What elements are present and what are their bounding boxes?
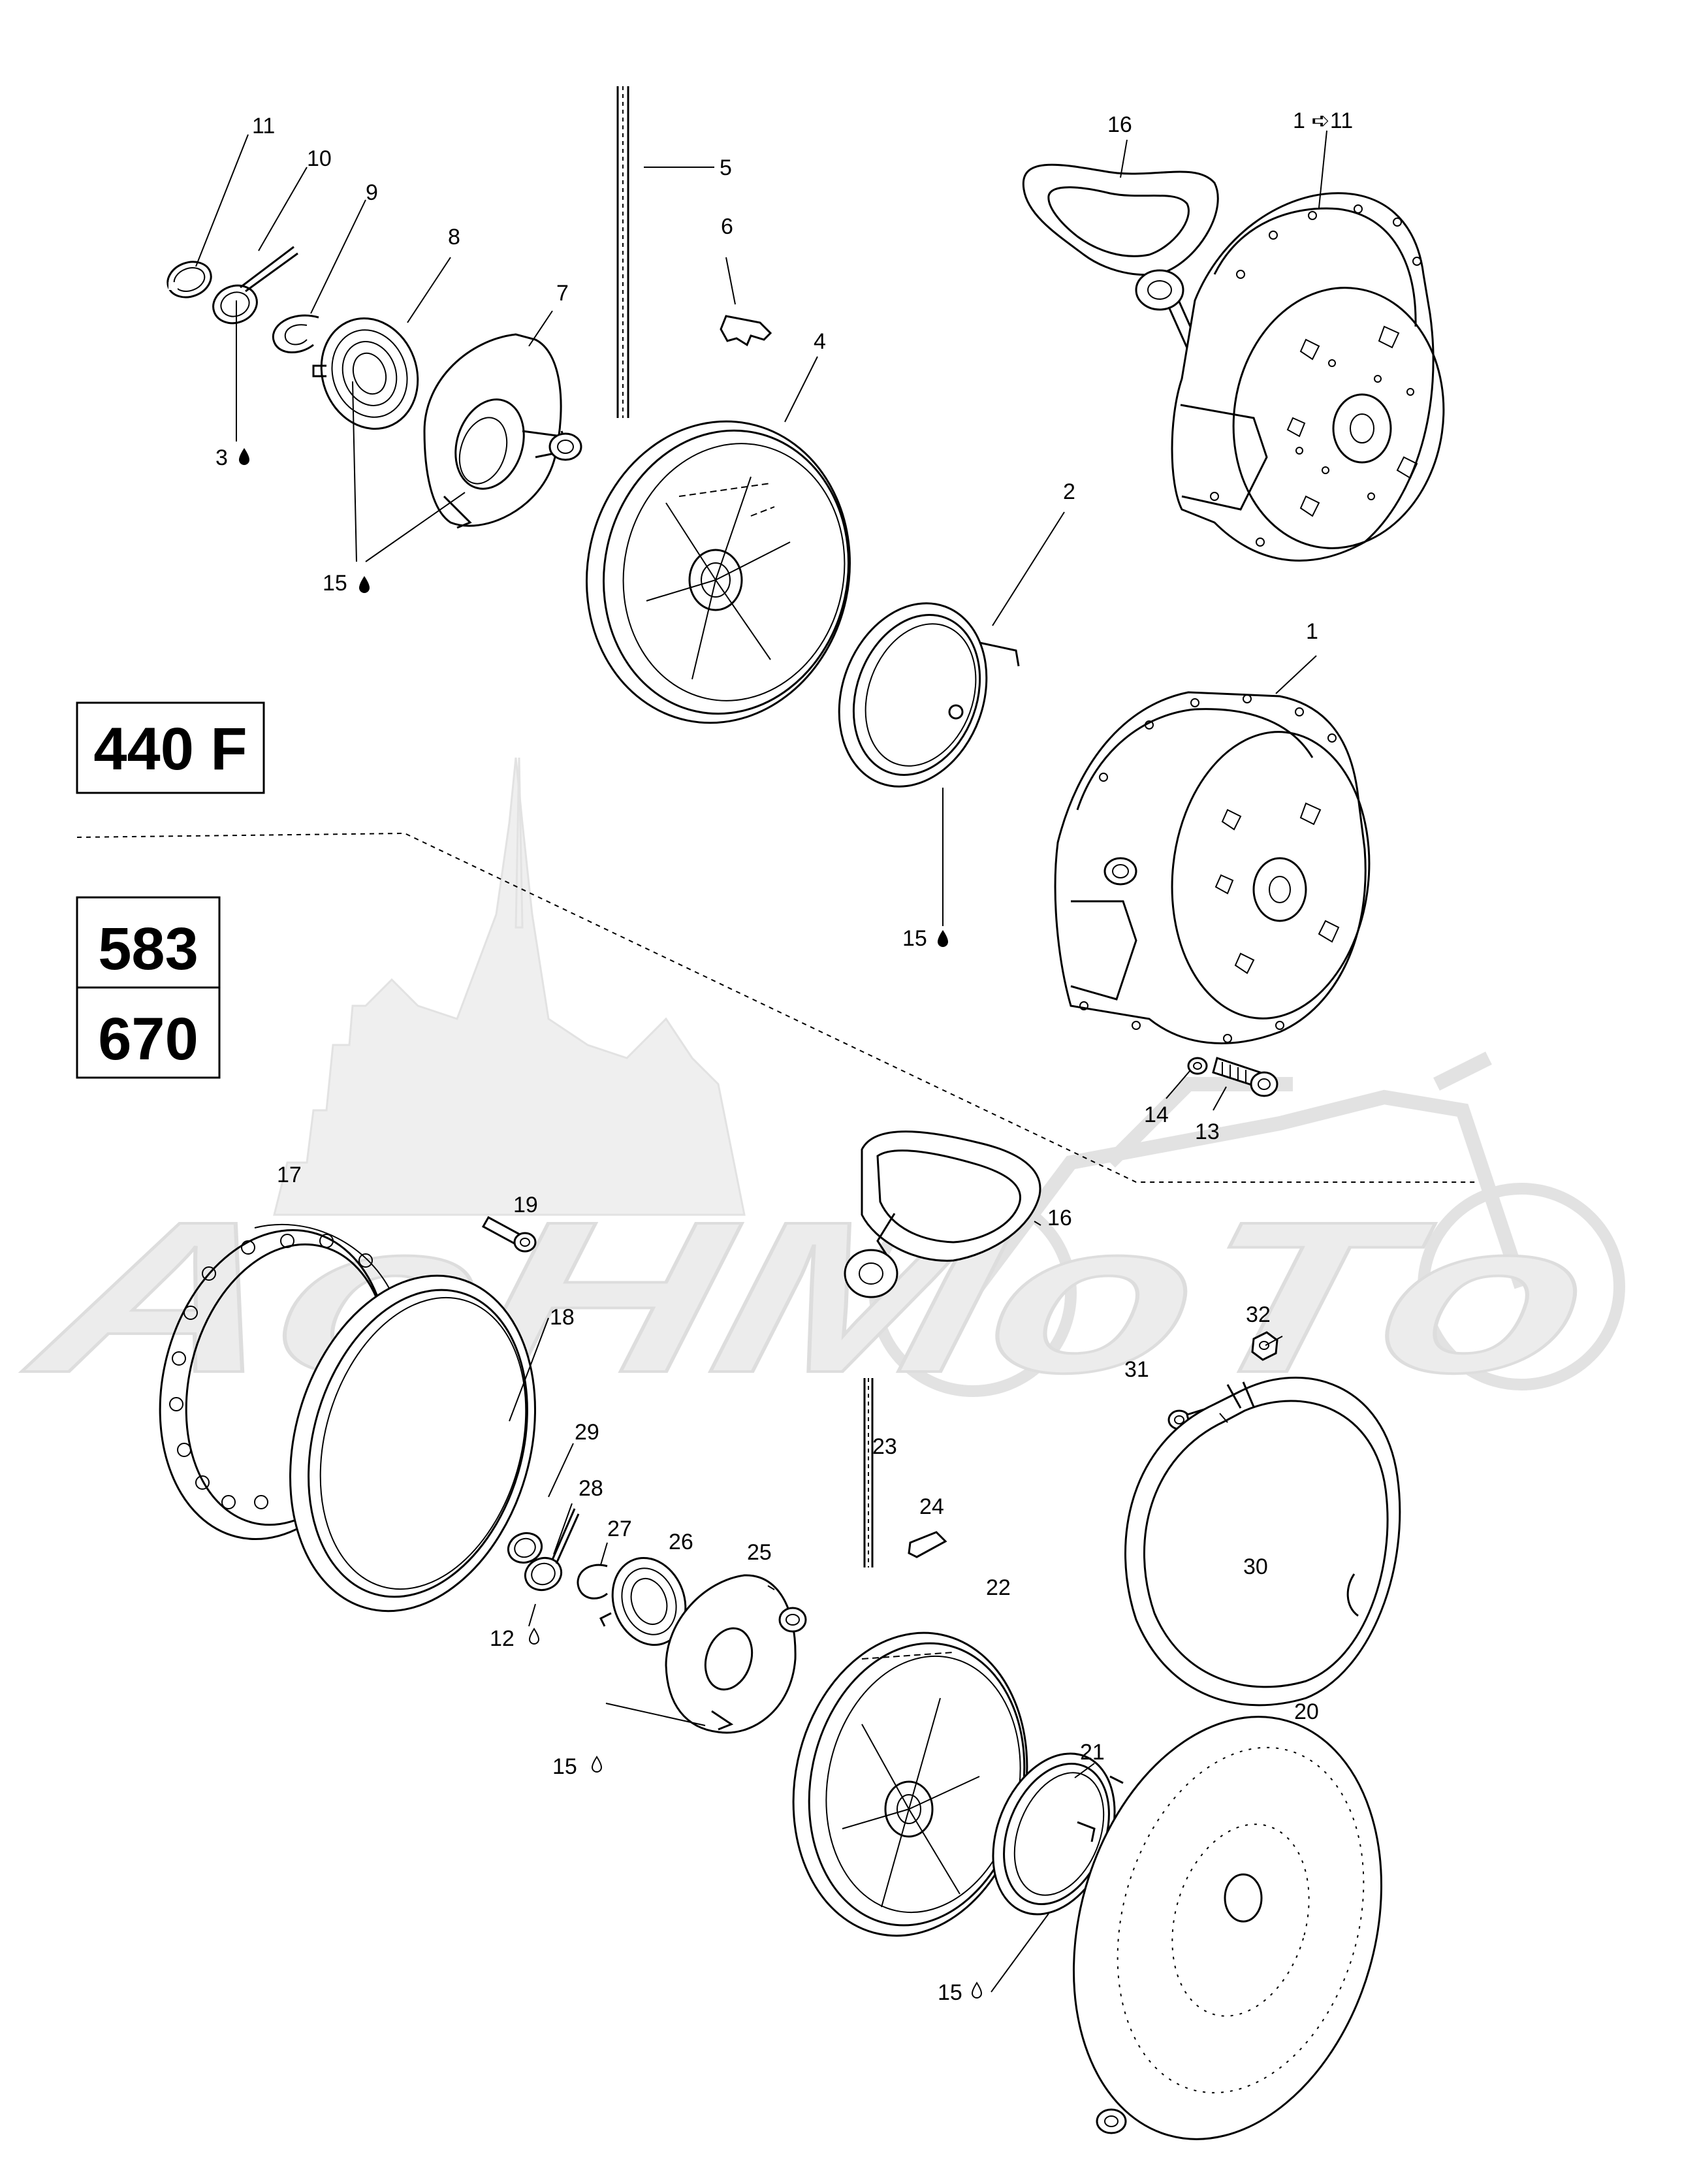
callout-13: 13 [1195,1119,1220,1144]
section-divider [76,832,1476,1183]
callout-21: 21 [1080,1740,1105,1765]
part-16-starter-handle-top [1022,163,1230,419]
callout-17: 17 [277,1163,302,1187]
part-20-starter-cover [1072,1716,1383,2140]
callout-30: 30 [1243,1554,1268,1579]
part-24-key [908,1531,947,1558]
callout-1: 1 [1306,619,1318,644]
callout-7: 7 [556,281,569,306]
callout-4: 4 [814,329,826,354]
part-5-rope [616,86,629,418]
callout-11: 11 [252,114,275,138]
watermark: AoHMoTo [7,757,1625,1419]
callout-18: 18 [550,1305,575,1330]
drop-15-c [591,1756,603,1773]
part-2-spring-housing [838,602,1020,788]
callout-25: 25 [747,1540,772,1565]
part-14-washer [1187,1057,1208,1075]
callout-20: 20 [1294,1699,1319,1724]
model-label-583: 583 [98,916,198,982]
callout-16-top: 16 [1107,112,1132,137]
callout-5: 5 [720,155,732,180]
part-26-coil-spring [599,1556,687,1646]
model-label-440f: 440 F [93,716,247,782]
drop-15-a [359,576,370,593]
lubricant-symbols [239,448,983,1999]
drop-12 [528,1628,540,1645]
callout-9: 9 [366,180,378,205]
callout-16-bottom: 16 [1047,1206,1072,1230]
callout-15-c: 15 [552,1754,577,1779]
part-8-coil-spring [312,317,419,430]
callout-27: 27 [607,1517,632,1541]
callout-24: 24 [919,1494,944,1519]
callout-14: 14 [1144,1102,1169,1127]
part-32-nut [1251,1331,1278,1361]
callout-31: 31 [1124,1357,1149,1382]
part-1-starter-housing-assembled [1171,192,1445,562]
callout-28: 28 [579,1476,603,1501]
drop-3 [239,448,249,465]
callout-23: 23 [872,1434,897,1459]
part-1-starter-housing [1054,691,1371,1044]
callout-8: 8 [448,225,460,249]
callout-3: 3 [215,445,228,470]
part-25-cam-plate [665,1574,807,1734]
callout-6: 6 [721,214,733,239]
part-9-ring [272,314,319,353]
part-10-spring [212,246,298,325]
part-30-clamp-band [1124,1377,1401,1707]
callout-15-d: 15 [938,1980,962,2005]
part-23-rope [863,1378,874,1567]
callout-19: 19 [513,1193,538,1217]
watermark-text: AoHMoTo [8,1176,1611,1417]
part-6-key [720,315,772,347]
part-22-pulley [792,1631,1028,1937]
part-19-screw [481,1215,537,1253]
part-27-ring [577,1564,608,1599]
part-4-pulley [586,420,851,724]
watermark-skyline [273,757,746,1216]
callout-15-b: 15 [902,926,927,951]
part-13-screw [1212,1057,1278,1097]
callout-1-to-11: 1 ➪11 [1293,108,1353,133]
callout-29: 29 [575,1420,599,1445]
model-label-670: 670 [98,1006,198,1072]
callout-22: 22 [986,1575,1011,1600]
part-7-cam-plate [423,333,582,529]
drop-15-d [971,1982,983,1999]
part-28-spring [524,1508,580,1592]
callout-26: 26 [669,1530,693,1554]
callout-32: 32 [1246,1302,1271,1327]
callout-15-a: 15 [323,571,347,596]
model-box-583-670: 583 670 [76,896,221,1079]
watermark-spire [515,757,524,929]
callout-2: 2 [1063,479,1075,504]
part-18-gasket-ring [289,1274,536,1613]
callout-10: 10 [307,146,332,171]
leader-lines [195,130,1327,1993]
watermark-moto-wheel-front [1418,1183,1625,1390]
part-11-circlip [167,261,212,298]
model-box-440f: 440 F [76,701,265,794]
part-29-circlip [507,1532,543,1564]
drop-15-b [938,930,948,947]
callout-12: 12 [490,1626,515,1651]
callout-labels: 11 10 9 8 7 5 6 4 16 1 ➪11 3 15 2 1 15 1… [215,108,1353,2005]
part-16-starter-handle-bottom [844,1131,1041,1298]
